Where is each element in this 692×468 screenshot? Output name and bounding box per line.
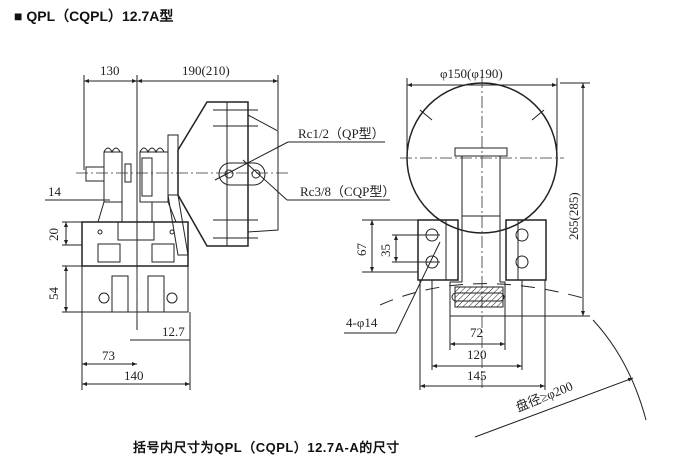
dim-12-7: 12.7 <box>162 324 185 339</box>
callout-port-qp: Rc1/2（QP型） <box>298 126 385 141</box>
dim-holes: 4-φ14 <box>346 315 378 330</box>
dim-disc-diameter: 盘径≥φ200 <box>514 378 575 414</box>
drawing-title: ■ QPL（CQPL）12.7A型 <box>14 8 174 24</box>
dim-73: 73 <box>102 348 115 363</box>
dim-72: 72 <box>470 325 483 340</box>
footnote: 括号内尺寸为QPL（CQPL）12.7A-A的尺寸 <box>133 440 400 455</box>
dim-20: 20 <box>46 228 61 241</box>
dim-145: 145 <box>467 368 487 383</box>
dim-190: 190(210) <box>182 63 230 78</box>
dim-phi150: φ150(φ190) <box>440 66 503 81</box>
dim-54: 54 <box>46 287 61 301</box>
dim-140: 140 <box>124 368 144 383</box>
front-view: φ150(φ190) 67 35 <box>344 66 647 438</box>
callout-port-cqp: Rc3/8（CQP型） <box>300 184 395 199</box>
dim-35: 35 <box>378 244 393 257</box>
dim-67: 67 <box>354 243 369 257</box>
side-view: 130 190(210) <box>45 63 395 390</box>
dim-265: 265(285) <box>566 192 581 240</box>
dim-130: 130 <box>100 63 120 78</box>
dim-120: 120 <box>467 347 487 362</box>
dim-14: 14 <box>48 184 62 199</box>
